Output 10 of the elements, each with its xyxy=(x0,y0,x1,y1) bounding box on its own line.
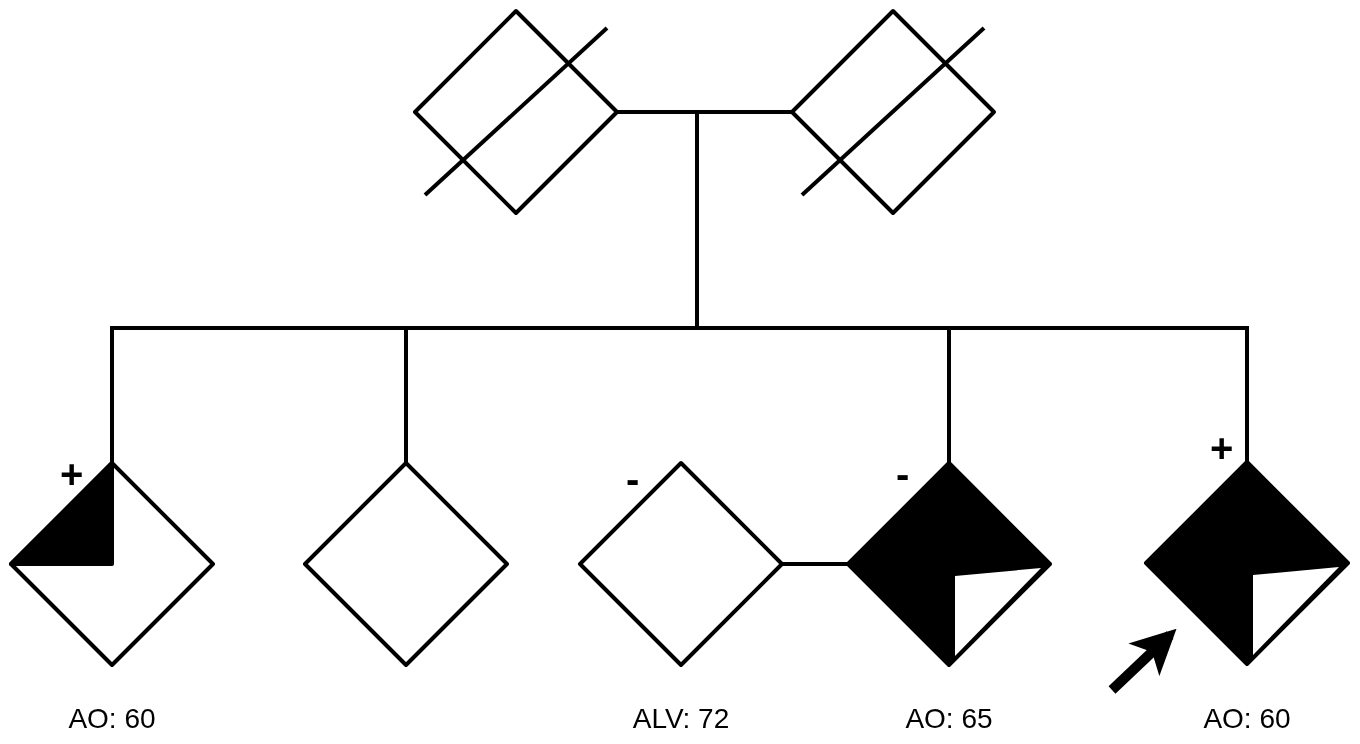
pedigree-line xyxy=(782,562,848,566)
proband-arrow xyxy=(1108,628,1177,694)
test-result-sign: - xyxy=(896,454,910,494)
test-result-sign: + xyxy=(60,454,84,494)
age-label: AO: 65 xyxy=(904,705,994,733)
age-label: AO: 60 xyxy=(67,705,157,733)
age-label: ALV: 72 xyxy=(631,705,731,733)
test-result-sign: - xyxy=(626,459,640,499)
test-result-sign: + xyxy=(1210,428,1234,468)
age-label: AO: 60 xyxy=(1202,705,1292,733)
